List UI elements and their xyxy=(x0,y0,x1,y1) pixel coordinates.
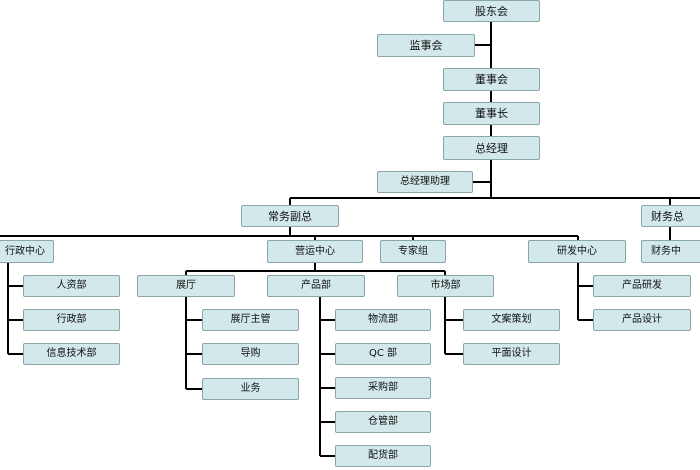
node-purchasing-dept: 采购部 xyxy=(335,377,431,399)
node-finance-center: 财务中 xyxy=(641,240,700,263)
node-expert-group: 专家组 xyxy=(380,240,446,263)
node-distribution-dept: 配货部 xyxy=(335,445,431,467)
node-graphic-design: 平面设计 xyxy=(463,343,560,365)
node-chairman: 董事长 xyxy=(443,102,540,125)
node-product-dept: 产品部 xyxy=(267,275,365,297)
node-warehouse-dept: 仓管部 xyxy=(335,411,431,433)
node-marketing-dept: 市场部 xyxy=(397,275,494,297)
node-rd-center: 研发中心 xyxy=(528,240,626,263)
node-shareholders: 股东会 xyxy=(443,0,540,22)
node-product-rd: 产品研发 xyxy=(593,275,691,297)
node-product-design: 产品设计 xyxy=(593,309,691,331)
node-hr-dept: 人资部 xyxy=(23,275,120,297)
node-finance-vp: 财务总 xyxy=(641,205,700,227)
node-admin-center: 行政中心 xyxy=(0,240,54,263)
node-gm: 总经理 xyxy=(443,136,540,160)
node-qc-dept: QC 部 xyxy=(335,343,431,365)
node-copy-planning: 文案策划 xyxy=(463,309,560,331)
node-logistics-dept: 物流部 xyxy=(335,309,431,331)
node-operations-center: 营运中心 xyxy=(267,240,363,263)
node-board: 董事会 xyxy=(443,68,540,91)
node-showroom: 展厅 xyxy=(137,275,235,297)
node-business: 业务 xyxy=(202,378,299,400)
node-guide: 导购 xyxy=(202,343,299,365)
node-supervisors: 监事会 xyxy=(377,34,475,57)
node-exec-vp: 常务副总 xyxy=(241,205,339,227)
node-gm-assistant: 总经理助理 xyxy=(377,171,473,193)
node-it-dept: 信息技术部 xyxy=(23,343,120,365)
node-showroom-manager: 展厅主管 xyxy=(202,309,299,331)
node-admin-dept: 行政部 xyxy=(23,309,120,331)
